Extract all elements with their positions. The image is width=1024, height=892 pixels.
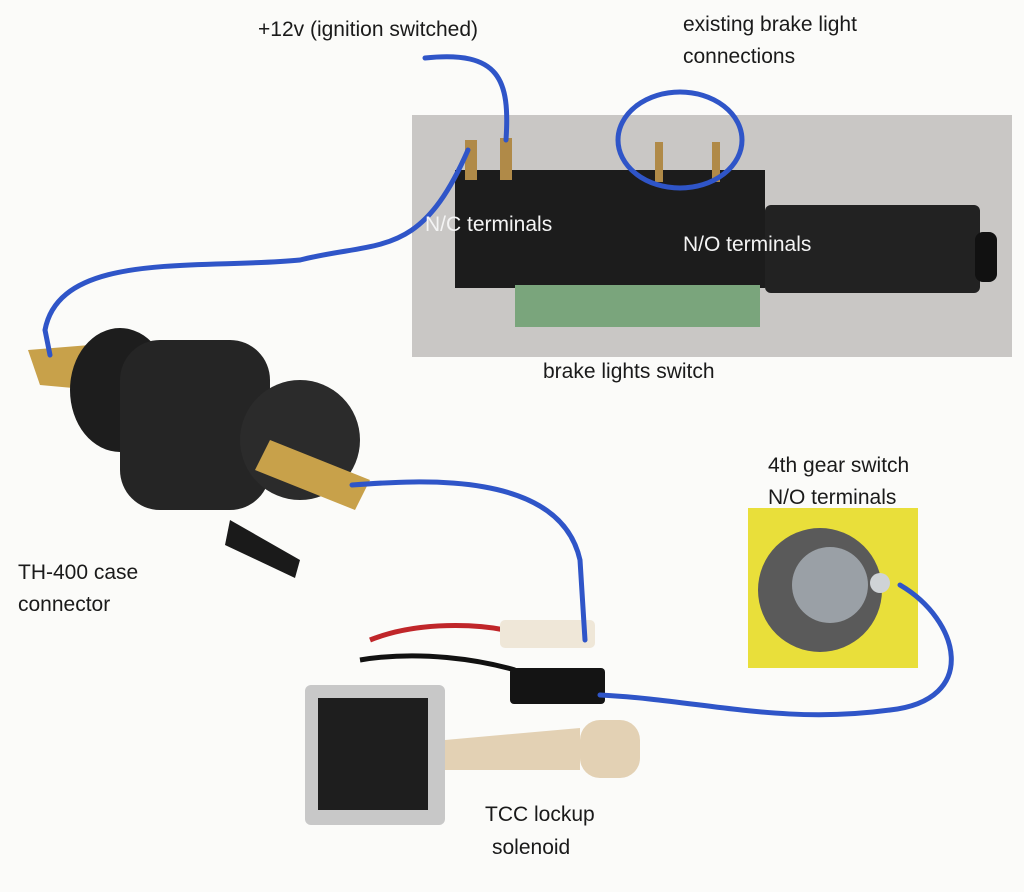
nc-terminals-label: N/C terminals bbox=[425, 213, 553, 236]
solenoid-label-1: TCC lockup bbox=[485, 803, 595, 826]
no-terminals-label: N/O terminals bbox=[683, 233, 812, 256]
tcc-solenoid-photo bbox=[305, 620, 640, 825]
wire-solenoid-to-gear bbox=[597, 582, 954, 718]
brake-switch-label: brake lights switch bbox=[543, 360, 715, 383]
wire-connector-to-solenoid bbox=[349, 479, 588, 643]
gear-switch-label-2: N/O terminals bbox=[768, 486, 897, 509]
ignition-label: +12v (ignition switched) bbox=[258, 18, 479, 41]
brake-switch-photo bbox=[412, 115, 1012, 357]
solenoid-label-2: solenoid bbox=[492, 836, 571, 859]
gear-switch-photo bbox=[748, 508, 918, 668]
case-connector-photo bbox=[28, 328, 370, 578]
existing-connections-label-1: existing brake light bbox=[683, 13, 857, 36]
existing-connections-circle bbox=[615, 89, 745, 191]
wires bbox=[42, 54, 954, 718]
case-connector-label-1: TH-400 case bbox=[18, 561, 139, 584]
case-connector-label-2: connector bbox=[18, 593, 111, 616]
wire-ignition bbox=[422, 54, 510, 143]
existing-connections-label-2: connections bbox=[683, 45, 796, 68]
gear-switch-label-1: 4th gear switch bbox=[768, 454, 910, 477]
wire-nc-to-connector bbox=[42, 147, 471, 358]
